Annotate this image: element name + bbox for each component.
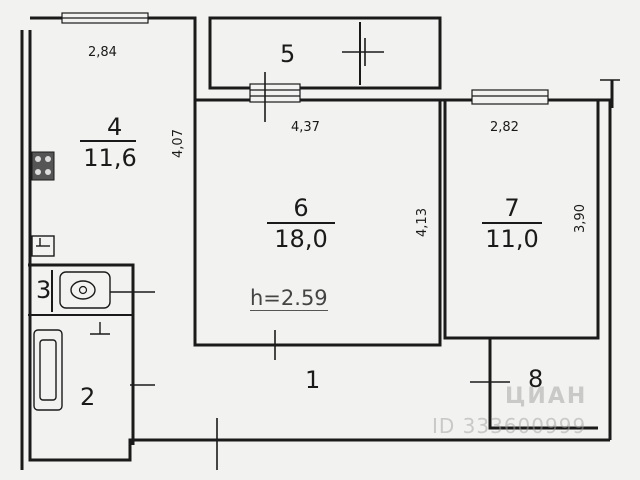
room-4-number: 4 [107,113,123,141]
room-7-area: 7 11,0 [478,196,546,251]
room-7-number: 7 [482,196,542,224]
room-6-area: 6 18,0 [265,196,337,251]
dim-room4-length: 4,07 [170,129,186,158]
window-room7 [471,89,549,105]
main-exterior-wall [195,98,612,440]
dim-room6-length: 4,13 [414,208,430,237]
dim-room7-length: 3,90 [572,204,588,233]
room-6-number: 6 [267,196,335,224]
door-marks [110,38,620,470]
room-4-area: 11,6 [72,143,148,170]
bathtub-icon [33,329,63,411]
kitchen-sink-icon [31,235,55,257]
stove-icon [31,151,55,181]
balcony-5-walls [208,16,442,90]
room-7-area-value: 11,0 [485,225,539,253]
dim-room7-width: 2,82 [490,120,519,135]
dim-room6-width: 4,37 [291,120,320,135]
room8-walls [488,338,598,430]
room7-walls [443,100,600,340]
room-8-number: 8 [528,365,544,393]
fixtures [31,151,111,411]
bath-sink-icon [90,322,110,335]
room-4-area-value: 11,6 [83,144,137,172]
room-2-number: 2 [80,383,96,411]
bottom-outer-wall [28,30,610,462]
ceiling-height: h=2.59 [250,286,328,311]
windows [61,12,549,105]
room-5-number: 5 [280,40,296,68]
room-4-divider [80,140,136,142]
room-6-area-value: 18,0 [274,225,328,253]
room-1-number: 1 [305,366,321,394]
room6-walls [193,100,442,347]
watermark-id: ID 333600999 [432,414,587,438]
dim-room4-width: 2,84 [88,45,117,60]
toilet-icon [59,271,111,309]
watermark-brand: ЦИАН [505,384,588,409]
window-room4 [61,12,149,24]
window-room6 [249,83,301,103]
room-3-number: 3 [36,276,52,304]
